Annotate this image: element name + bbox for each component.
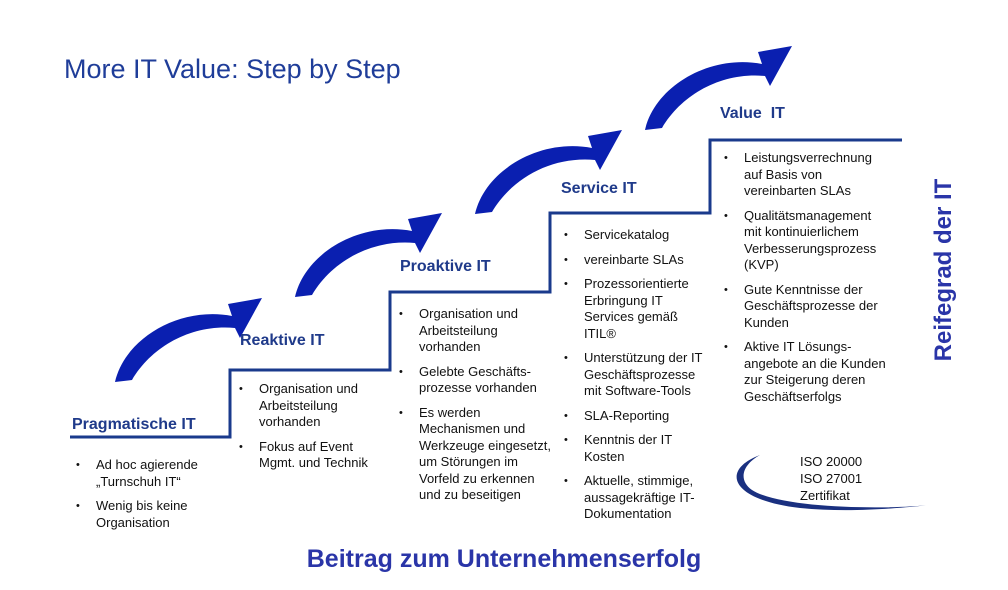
- bullet-item: Gelebte Geschäfts-prozesse vorhanden: [397, 364, 552, 397]
- bullet-item: Prozessorientierte Erbringung IT Service…: [562, 276, 712, 342]
- certificate-text: ISO 20000 ISO 27001 Zertifikat: [800, 453, 862, 504]
- step-heading-service: Service IT: [561, 180, 637, 197]
- bullet-item: Aktuelle, stimmige, aussagekräftige IT-D…: [562, 473, 712, 523]
- bullet-item: Aktive IT Lösungs-angebote an die Kunden…: [722, 339, 892, 405]
- bullet-item: vereinbarte SLAs: [562, 252, 712, 269]
- staircase-line: [70, 138, 902, 439]
- step-bullets-reaktive: Organisation und Arbeitsteilung vorhande…: [237, 381, 387, 480]
- bullet-item: Unterstützung der IT Geschäftsprozesse m…: [562, 350, 712, 400]
- y-axis-label: Reifegrad der IT: [930, 178, 957, 362]
- step-bullets-service: Servicekatalog vereinbarte SLAs Prozesso…: [562, 227, 712, 531]
- page-title: More IT Value: Step by Step: [64, 54, 401, 84]
- step-heading-pragmatische: Pragmatische IT: [72, 416, 196, 433]
- bullet-item: Ad hoc agierende „Turnschuh IT“: [74, 457, 224, 490]
- bullet-item: SLA-Reporting: [562, 408, 712, 425]
- step-bullets-value: Leistungsverrechnung auf Basis von verei…: [722, 150, 892, 413]
- bullet-item: Organisation und Arbeitsteilung vorhande…: [237, 381, 387, 431]
- step-arrow-icon: [475, 130, 622, 214]
- x-axis-label: Beitrag zum Unternehmenserfolg: [306, 545, 702, 573]
- certificate-line: ISO 20000: [800, 454, 863, 469]
- bullet-item: Organisation und Arbeitsteilung vorhande…: [397, 306, 552, 356]
- step-heading-value: Value IT: [720, 105, 785, 122]
- bullet-item: Es werden Mechanismen und Werkzeuge eing…: [397, 405, 552, 504]
- step-heading-proaktive: Proaktive IT: [400, 258, 491, 275]
- bullet-item: Leistungsverrechnung auf Basis von verei…: [722, 150, 892, 200]
- bullet-item: Kenntnis der IT Kosten: [562, 432, 712, 465]
- step-heading-reaktive: Reaktive IT: [240, 332, 325, 349]
- step-bullets-proaktive: Organisation und Arbeitsteilung vorhande…: [397, 306, 552, 512]
- bullet-item: Fokus auf Event Mgmt. und Technik: [237, 439, 387, 472]
- bullet-item: Gute Kenntnisse der Geschäftsprozesse de…: [722, 282, 892, 332]
- certificate-line: ISO 27001: [800, 471, 863, 486]
- bullet-item: Wenig bis keine Organisation: [74, 498, 224, 531]
- step-arrow-icon: [295, 213, 442, 297]
- bullet-item: Qualitätsmanagement mit kontinuierlichem…: [722, 208, 892, 274]
- step-bullets-pragmatische: Ad hoc agierende „Turnschuh IT“ Wenig bi…: [74, 457, 224, 539]
- bullet-item: Servicekatalog: [562, 227, 712, 244]
- certificate-line: Zertifikat: [800, 488, 850, 503]
